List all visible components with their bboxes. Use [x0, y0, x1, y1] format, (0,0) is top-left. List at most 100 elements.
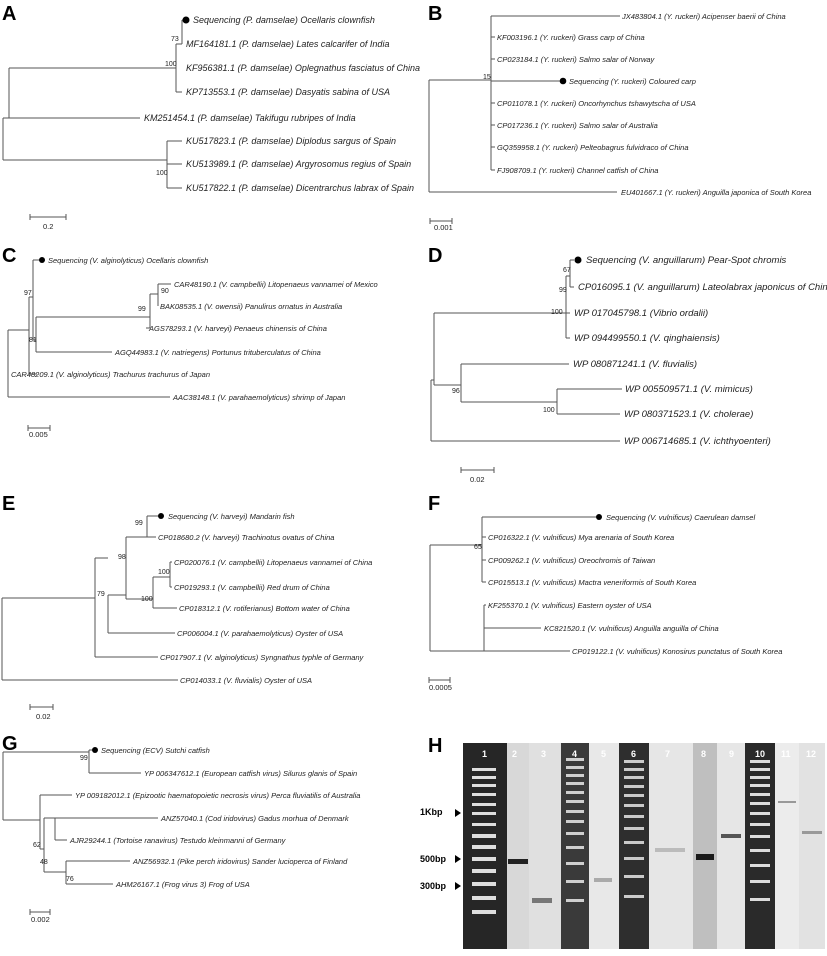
panel-g: G Sequencing (ECV) Sutchi catfish [2, 733, 360, 924]
marker-arrow-icon [455, 882, 461, 890]
leaf-label: CAR48209.1 (V. alginolyticus) Trachurus … [11, 370, 210, 379]
leaf-label: KF956381.1 (P. damselae) Oplegnathus fas… [186, 63, 420, 73]
panel-h: H [420, 735, 825, 949]
bootstrap-value: 90 [161, 288, 169, 295]
leaf-label: ANZ56932.1 (Pike perch iridovirus) Sande… [132, 857, 348, 866]
leaf-label: CP016322.1 (V. vulnificus) Mya arenaria … [488, 533, 674, 542]
bootstrap-value: 67 [563, 267, 571, 274]
leaf-label: Sequencing (V. harveyi) Mandarin fish [168, 512, 295, 521]
leaf-label: CP018312.1 (V. rotiferianus) Bottom wate… [179, 604, 350, 613]
bootstrap-value: 99 [138, 306, 146, 313]
bootstrap-value: 62 [33, 842, 41, 849]
marker-arrow-icon [455, 855, 461, 863]
lane-number: 10 [755, 749, 765, 759]
leaf-label: CP020076.1 (V. campbellii) Litopenaeus v… [174, 558, 372, 567]
bootstrap-value: 15 [483, 74, 491, 81]
leaf-label: CP015513.1 (V. vulnificus) Mactra veneri… [488, 578, 696, 587]
leaf-label: WP 017045798.1 (Vibrio ordalii) [574, 308, 708, 319]
leaf-label: KF003196.1 (Y. ruckeri) Grass carp of Ch… [497, 33, 645, 42]
leaf-label: WP 005509571.1 (V. mimicus) [625, 384, 753, 395]
leaf-label: WP 080871241.1 (V. fluvialis) [573, 359, 697, 370]
leaf-label: CP017236.1 (Y. ruckeri) Salmo salar of A… [497, 121, 658, 130]
leaf-label: BAK08535.1 (V. owensii) Panulirus ornatu… [160, 302, 342, 311]
panel-e-letter: E [2, 493, 15, 515]
leaf-label: KP713553.1 (P. damselae) Dasyatis sabina… [186, 87, 390, 97]
bootstrap-value: 79 [97, 591, 105, 598]
bootstrap-value: 96 [452, 388, 460, 395]
leaf-label: Sequencing (Y. ruckeri) Coloured carp [569, 77, 696, 86]
leaf-label: JX483804.1 (Y. ruckeri) Acipenser baerii… [621, 12, 786, 21]
bootstrap-value: 100 [551, 309, 563, 316]
lane-number: 5 [601, 749, 606, 759]
scale-bar-label: 0.2 [43, 222, 53, 231]
panel-a: A Sequencing (P. damselae) Ocellaris clo… [2, 3, 420, 231]
leaf-label: KU517822.1 (P. damselae) Dicentrarchus l… [186, 183, 414, 193]
leaf-label: YP 009182012.1 (Epizootic haematopoietic… [75, 791, 360, 800]
leaf-label: AGQ44983.1 (V. natriegens) Portunus trit… [114, 348, 321, 357]
leaf-label: WP 080371523.1 (V. cholerae) [624, 409, 753, 420]
scale-bar-label: 0.002 [31, 915, 50, 924]
leaf-label: CP017907.1 (V. alginolyticus) Syngnathus… [160, 653, 365, 662]
sequencing-marker [559, 77, 567, 85]
panel-c-letter: C [2, 245, 16, 267]
lane-number: 3 [541, 749, 546, 759]
leaf-label: CP019122.1 (V. vulnificus) Konosirus pun… [572, 647, 782, 656]
leaf-label: KC821520.1 (V. vulnificus) Anguilla angu… [544, 624, 719, 633]
lane-number: 8 [701, 749, 706, 759]
panel-h-letter: H [428, 735, 442, 757]
marker-label: 1Kbp [420, 807, 443, 817]
bootstrap-value: 100 [156, 170, 168, 177]
panel-f-letter: F [428, 493, 440, 515]
lane-number: 7 [665, 749, 670, 759]
bootstrap-value: 48 [40, 859, 48, 866]
lane-number: 6 [631, 749, 636, 759]
leaf-label: AHM26167.1 (Frog virus 3) Frog of USA [115, 880, 250, 889]
bootstrap-value: 100 [141, 596, 153, 603]
leaf-label: KF255370.1 (V. vulnificus) Eastern oyste… [488, 601, 652, 610]
scale-bar-label: 0.02 [36, 712, 51, 721]
panel-f: F Sequencing (V. vulnificus) Caerulean d… [428, 493, 782, 692]
leaf-label: CP018680.2 (V. harveyi) Trachinotus ovat… [158, 533, 334, 542]
leaf-label: YP 006347612.1 (European catfish virus) … [144, 769, 357, 778]
bootstrap-value: 100 [543, 407, 555, 414]
leaf-label: AGS78293.1 (V. harveyi) Penaeus chinensi… [148, 324, 327, 333]
scale-bar-label: 0.02 [470, 475, 485, 484]
leaf-label: Sequencing (V. anguillarum) Pear-Spot ch… [586, 255, 787, 266]
leaf-label: KU517823.1 (P. damselae) Diplodus sargus… [186, 136, 396, 146]
sequencing-marker [574, 256, 582, 264]
marker-label: 300bp [420, 881, 447, 891]
bootstrap-value: 99 [135, 520, 143, 527]
leaf-label: GQ359958.1 (Y. ruckeri) Pelteobagrus ful… [497, 143, 689, 152]
sequencing-marker [182, 16, 190, 24]
leaf-label: WP 094499550.1 (V. qinghaiensis) [574, 333, 720, 344]
sequencing-marker [158, 513, 164, 519]
leaf-label: CAR48190.1 (V. campbellii) Litopenaeus v… [174, 280, 378, 289]
bootstrap-value: 65 [474, 544, 482, 551]
leaf-label: CP009262.1 (V. vulnificus) Oreochromis o… [488, 556, 655, 565]
leaf-label: Sequencing (V. vulnificus) Caerulean dam… [606, 513, 755, 522]
leaf-label: AJR29244.1 (Tortoise ranavirus) Testudo … [69, 836, 287, 845]
lane-number: 4 [572, 749, 577, 759]
bootstrap-value: 81 [29, 337, 37, 344]
lane-number: 1 [482, 749, 487, 759]
leaf-label: ANZ57040.1 (Cod iridovirus) Gadus morhua… [160, 814, 350, 823]
panel-b: B JX483804.1 (Y. ruckeri) Acipenser baer… [428, 3, 811, 232]
scale-bar-label: 0.005 [29, 430, 48, 439]
leaf-label: WP 006714685.1 (V. ichthyoenteri) [624, 436, 771, 447]
leaf-label: CP016095.1 (V. anguillarum) Lateolabrax … [578, 282, 827, 293]
leaf-label: CP014033.1 (V. fluvialis) Oyster of USA [180, 676, 312, 685]
leaf-label: FJ908709.1 (Y. ruckeri) Channel catfish … [497, 166, 658, 175]
lane-number: 11 [781, 749, 791, 759]
leaf-label: MF164181.1 (P. damselae) Lates calcarife… [186, 39, 389, 49]
sequencing-marker [596, 514, 602, 520]
leaf-label: KU513989.1 (P. damselae) Argyrosomus reg… [186, 159, 411, 169]
panel-e: E Sequencing [1, 493, 372, 721]
panel-a-letter: A [2, 3, 16, 25]
leaf-label: CP011078.1 (Y. ruckeri) Oncorhynchus tsh… [497, 99, 696, 108]
leaf-label: CP019293.1 (V. campbellii) Red drum of C… [174, 583, 330, 592]
bootstrap-value: 76 [66, 876, 74, 883]
bootstrap-value: 97 [24, 290, 32, 297]
panel-g-letter: G [2, 733, 18, 755]
panel-c: C Sequencing (V. alginolyticus) Oc [2, 245, 378, 439]
